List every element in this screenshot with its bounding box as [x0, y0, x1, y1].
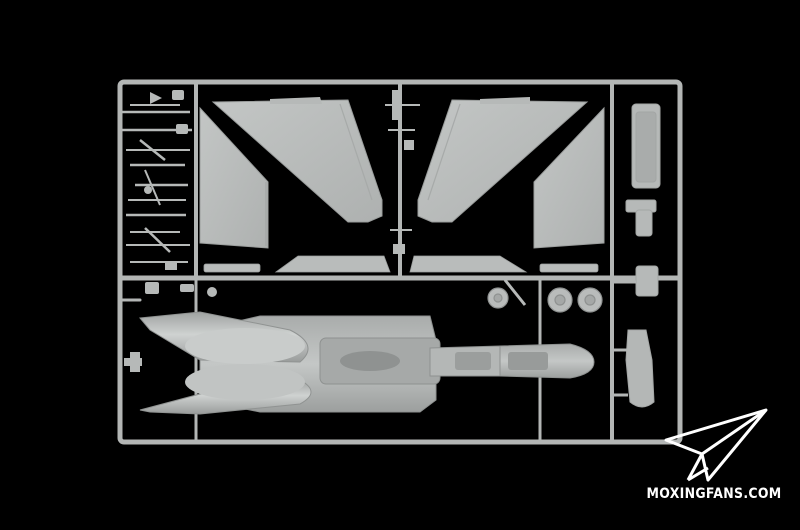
landing-gear-wheels: [487, 279, 603, 313]
right-main-wing: [417, 99, 589, 223]
right-tailplane: [533, 106, 605, 249]
small-parts-left: [122, 90, 217, 372]
watermark-text: MOXINGFANS.COM: [646, 484, 782, 502]
fuselage-half: [139, 311, 595, 415]
left-tailplane: [199, 106, 269, 249]
small-parts-center: [385, 90, 420, 254]
small-parts-right: [612, 103, 661, 408]
left-main-wing: [211, 99, 383, 223]
flap-parts: [203, 255, 599, 273]
sprue-frame: [117, 79, 683, 445]
paper-plane-icon: [664, 408, 768, 482]
